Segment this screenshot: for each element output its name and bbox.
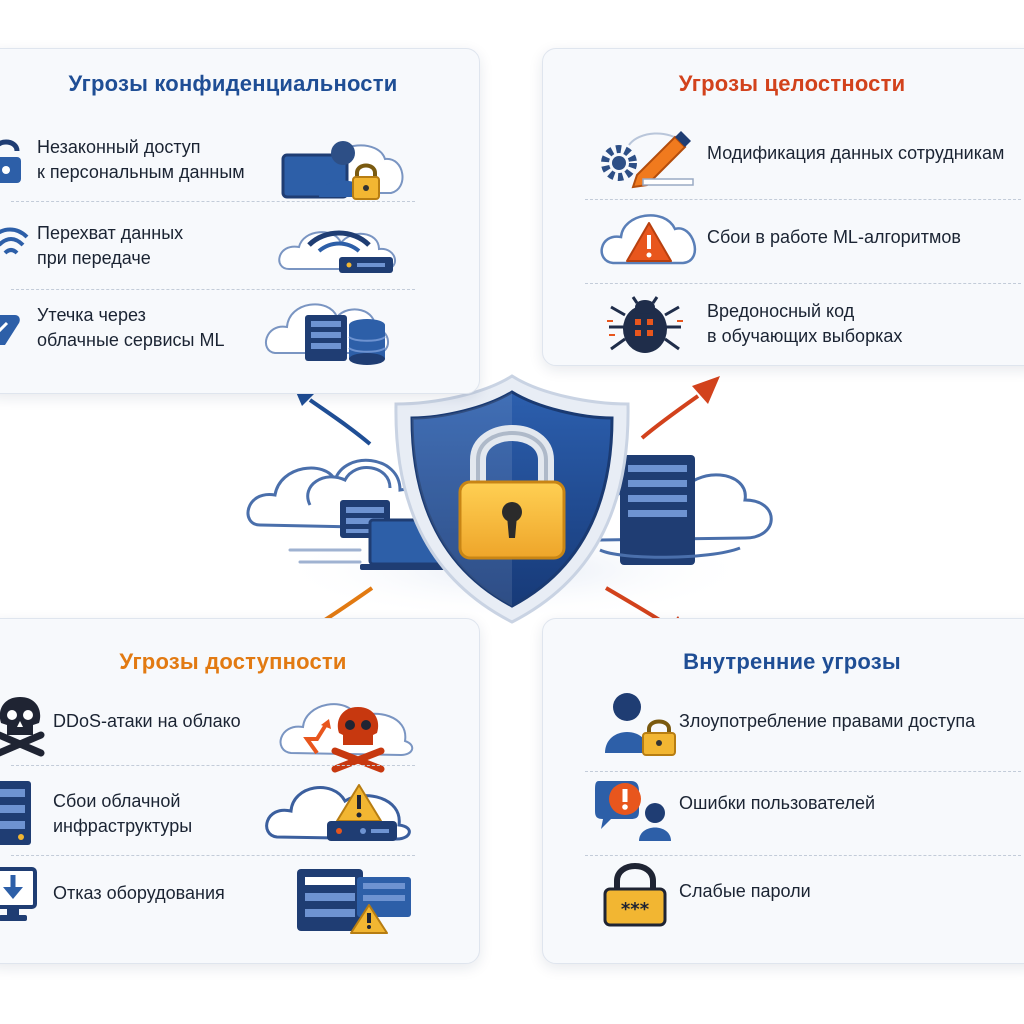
availability-title: Угрозы доступности xyxy=(119,649,347,674)
availability-card: Угрозы доступности DDoS-атаки на облако xyxy=(0,618,480,964)
confidentiality-title: Угрозы конфиденциальности xyxy=(68,71,398,96)
password-lock-icon: *** xyxy=(603,861,667,927)
server-rack-icon xyxy=(0,781,31,845)
divider xyxy=(585,199,1021,200)
item-line1: Слабые пароли xyxy=(679,881,811,901)
item-line1: Сбои облачной xyxy=(53,791,181,811)
list-item: Злоупотребление правами доступа xyxy=(543,691,1024,761)
cloud-warning-icon xyxy=(599,209,699,267)
divider xyxy=(11,855,415,856)
monitor-download-icon xyxy=(0,867,37,923)
list-item: Незаконный доступ к персональным данным xyxy=(0,133,479,233)
bug-icon xyxy=(605,295,685,357)
servers-warning-illustration xyxy=(297,865,417,935)
divider xyxy=(11,289,415,290)
divider xyxy=(585,283,1021,284)
item-line1: Злоупотребление правами доступа xyxy=(679,711,976,731)
item-line1: Отказ оборудования xyxy=(53,883,225,903)
cloud-skull-illustration xyxy=(277,693,417,773)
item-line2: в обучающих выборках xyxy=(707,326,903,346)
item-line1: Перехват данных xyxy=(37,223,184,243)
user-alert-icon xyxy=(593,777,679,841)
confidentiality-card: Угрозы конфиденциальности Незаконный дос… xyxy=(0,48,480,394)
cloud-warning-router-illustration xyxy=(263,775,413,845)
list-item: Отказ оборудования xyxy=(0,865,479,945)
shield-lock-icon xyxy=(390,372,634,624)
divider xyxy=(11,765,415,766)
list-item: Ошибки пользователей xyxy=(543,777,1024,847)
item-line2: при передаче xyxy=(37,248,151,268)
gear-pencil-icon xyxy=(599,125,695,189)
divider xyxy=(585,855,1021,856)
item-line2: инфраструктуры xyxy=(53,816,193,836)
list-item: Модификация данных сотрудникам xyxy=(543,125,1024,195)
skull-crossbones-icon xyxy=(0,695,47,757)
list-item: Сбои облачной инфраструктуры xyxy=(0,775,479,855)
list-item: *** Слабые пароли xyxy=(543,861,1024,931)
internal-title: Внутренние угрозы xyxy=(683,649,901,674)
item-line1: Вредоносный код xyxy=(707,301,855,321)
item-line1: Сбои в работе ML-алгоритмов xyxy=(707,227,961,247)
item-line2: к персональным данным xyxy=(37,162,245,182)
arrow-to-integrity xyxy=(636,372,726,444)
wifi-icon xyxy=(0,223,29,263)
item-line1: Модификация данных сотрудникам xyxy=(707,143,1005,163)
integrity-card: Угрозы целостности Модификация данных со… xyxy=(542,48,1024,366)
list-item: Вредоносный код в обучающих выборках xyxy=(543,293,1024,363)
integrity-title: Угрозы целостности xyxy=(678,71,906,96)
item-line1: DDoS-атаки на облако xyxy=(53,711,241,731)
padlock-icon xyxy=(0,139,21,185)
item-line2: облачные сервисы ML xyxy=(37,330,225,350)
leak-icon xyxy=(0,311,21,347)
item-line1: Утечка через xyxy=(37,305,146,325)
svg-text:***: *** xyxy=(621,899,650,920)
cloud-wifi-router-illustration xyxy=(275,223,411,279)
list-item: Сбои в работе ML-алгоритмов xyxy=(543,209,1024,279)
list-item: Утечка через облачные сервисы ML xyxy=(0,303,479,383)
right-server-icon xyxy=(620,455,695,565)
item-line1: Ошибки пользователей xyxy=(679,793,876,813)
list-item: Перехват данных при передаче xyxy=(0,221,479,301)
item-line1: Незаконный доступ xyxy=(37,137,201,157)
list-item: DDoS-атаки на облако xyxy=(0,693,479,783)
divider xyxy=(11,201,415,202)
user-laptop-lock-illustration xyxy=(281,133,413,209)
divider xyxy=(585,771,1021,772)
cloud-server-database-illustration xyxy=(265,285,395,369)
user-lock-icon xyxy=(603,691,679,756)
internal-threats-card: Внутренние угрозы Злоупотребление правам… xyxy=(542,618,1024,964)
